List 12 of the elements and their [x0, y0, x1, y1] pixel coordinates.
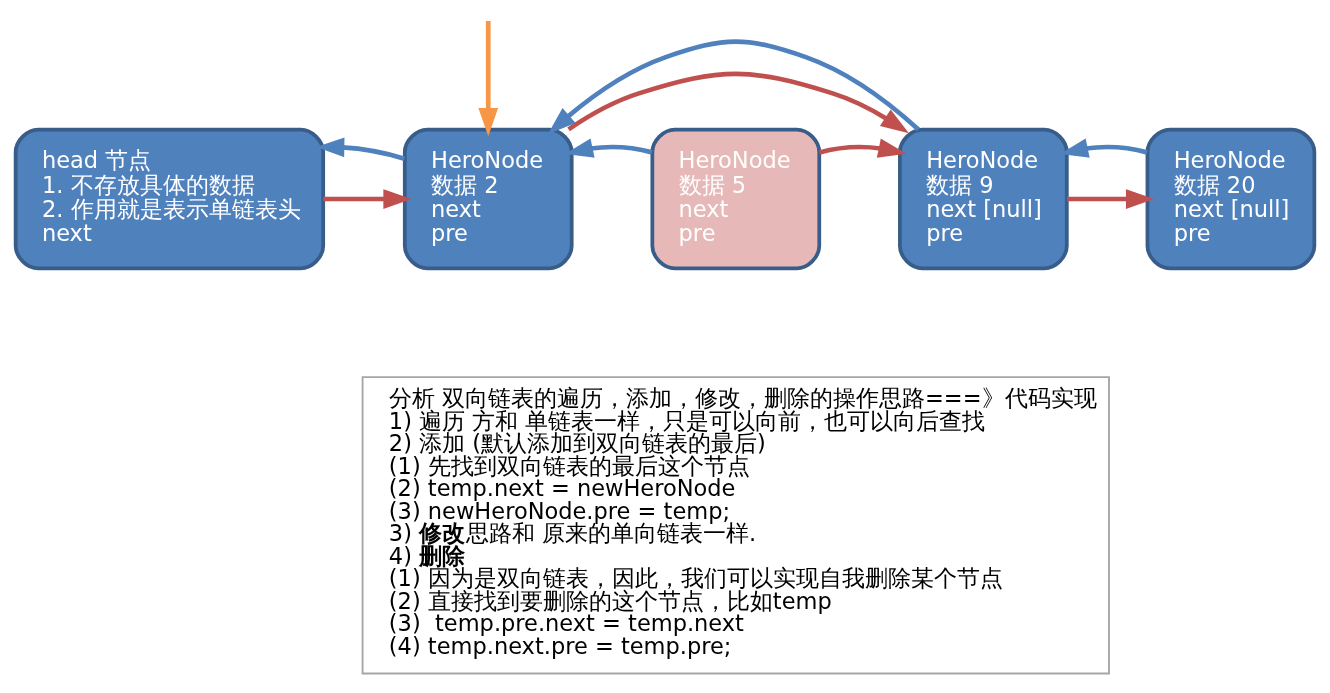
- arrow: [478, 21, 499, 137]
- node-box: HeroNode 数据 20 next [null] pre: [1145, 127, 1317, 271]
- node-box: 分析 双向链表的遍历，添加，修改，删除的操作思路===》代码实现 1) 遍历 方和 单链表一样，只是可以向前，也可以向后查找 2) 添加 (默认添加到双向链表的最后) (1) 先找到双向链表的最后这个节点 (2) temp.next = newHeroNode (3) newHeroNode.pre = temp; 3) 修改思路和 原来的单向链表一样. 4) 删除 (1) 因为是双向链表，因此，我们可以实现自我删除某个节点 (2) 直接找到要删除的这个节点，比如temp (3) temp.pre.next = temp.next (4) temp.next.pre = temp.pre;: [361, 376, 1110, 675]
- arrow: [1067, 189, 1155, 209]
- arrow: [818, 138, 907, 158]
- node-box: HeroNode 数据 2 next pre: [402, 127, 574, 271]
- arrow: [567, 71, 909, 134]
- node-box: head 节点 1. 不存放具体的数据 2. 作用就是表示单链表头 next: [13, 127, 326, 271]
- arrow: [547, 39, 920, 135]
- node-box: HeroNode 数据 9 next [null] pre: [898, 127, 1069, 271]
- arrow: [323, 189, 412, 209]
- node-box: HeroNode 数据 5 next pre: [650, 127, 822, 271]
